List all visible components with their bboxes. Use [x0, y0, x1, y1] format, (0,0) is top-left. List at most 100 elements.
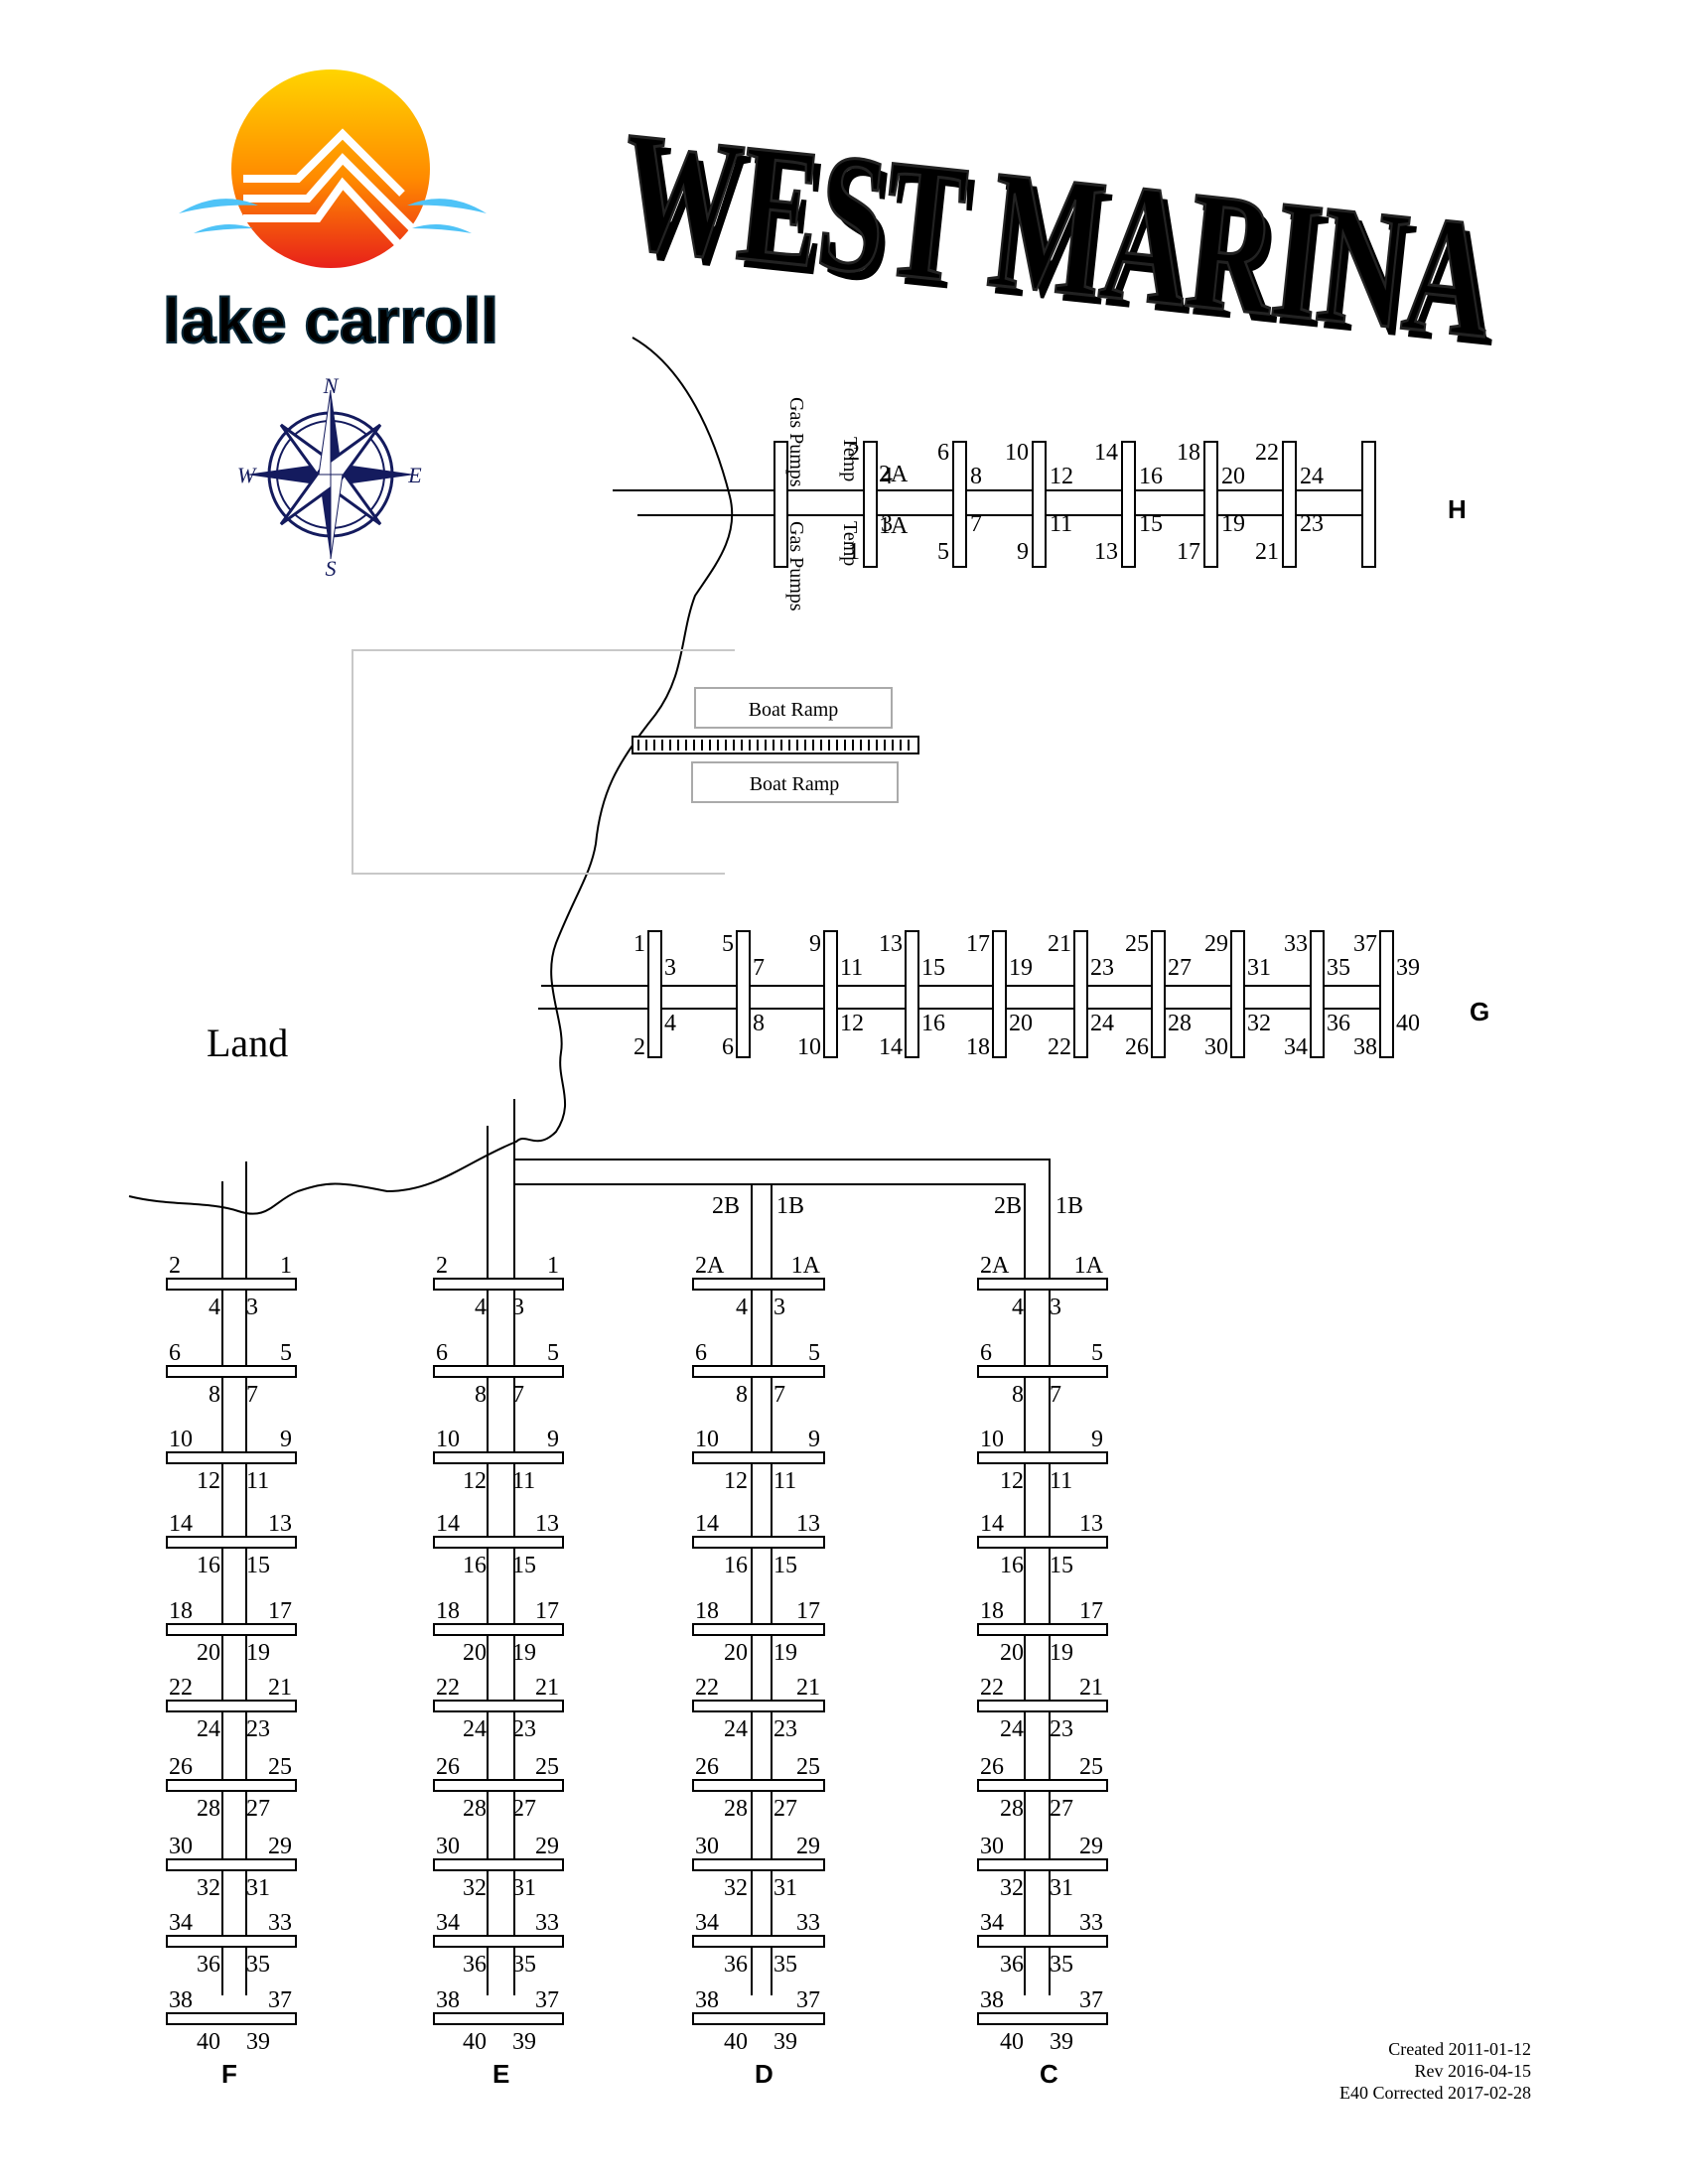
compass-w: W [237, 463, 257, 487]
finger-pier [692, 2012, 825, 2025]
slip-label: 18 [695, 1598, 719, 1624]
slip-label: 20 [197, 1640, 220, 1666]
compass-e: E [407, 463, 422, 487]
slip-label: 25 [268, 1754, 292, 1780]
slip-label: 10 [695, 1427, 719, 1452]
slip-label: 1A [879, 513, 909, 539]
slip-label: 25 [796, 1754, 820, 1780]
slip-label: 3 [1050, 1295, 1061, 1320]
finger-pier [433, 1700, 564, 1712]
slip-label: 37 [268, 1987, 292, 2013]
slip-label: 4 [209, 1295, 220, 1320]
slip-label: 30 [980, 1834, 1004, 1859]
slip-label: 37 [1079, 1987, 1103, 2013]
slip-label: 26 [169, 1754, 193, 1780]
slip-label: 12 [1000, 1468, 1024, 1494]
slip-label: 3 [774, 1295, 785, 1320]
slip-label: 13 [796, 1511, 820, 1537]
slip-label: 13 [1079, 1511, 1103, 1537]
slip-label: 15 [1139, 511, 1163, 537]
finger-pier [433, 1451, 564, 1464]
finger-pier [433, 1779, 564, 1792]
slip-label: 6 [980, 1340, 992, 1366]
slip-label: 23 [774, 1716, 797, 1742]
slip-label: 33 [796, 1910, 820, 1936]
slip-label: 40 [724, 2029, 748, 2055]
slip-label: 20 [1000, 1640, 1024, 1666]
slip-label: 21 [1255, 539, 1279, 565]
slip-label: 29 [1204, 931, 1228, 957]
slip-label: 4 [1012, 1295, 1024, 1320]
finger-pier [166, 1365, 297, 1378]
slip-label: 22 [1048, 1034, 1071, 1060]
correction-date: E40 Corrected 2017-02-28 [1339, 2083, 1531, 2103]
slip-label: 1A [791, 1253, 821, 1279]
slip-label: 13 [879, 931, 903, 957]
created-date: Created 2011-01-12 [1388, 2039, 1531, 2059]
slip-label: 4 [881, 464, 893, 489]
slip-label: 36 [463, 1952, 487, 1978]
slip-label: 8 [1012, 1382, 1024, 1408]
slip-label: 32 [724, 1875, 748, 1901]
slip-label: 2 [169, 1253, 181, 1279]
slip-label: 12 [463, 1468, 487, 1494]
slip-label: 31 [1050, 1875, 1073, 1901]
slip-label: 21 [796, 1675, 820, 1701]
slip-label: 10 [169, 1427, 193, 1452]
slip-label: 12 [724, 1468, 748, 1494]
slip-label: 3 [881, 511, 893, 537]
slip-label: 38 [169, 1987, 193, 2013]
slip-label: 4 [664, 1011, 676, 1036]
slip-label: 29 [268, 1834, 292, 1859]
slip-label: 16 [921, 1011, 945, 1036]
water-splash-icon [179, 199, 487, 233]
slip-label: 14 [695, 1511, 719, 1537]
slip-label: 26 [436, 1754, 460, 1780]
boat-ramp-2-label: Boat Ramp [750, 773, 840, 795]
finger-pier [977, 1623, 1108, 1636]
slip-label: 35 [512, 1952, 536, 1978]
mountain-stripes [243, 128, 415, 251]
dock-f-letter: F [221, 2059, 237, 2089]
slip-label: 32 [463, 1875, 487, 1901]
slip-label: 26 [980, 1754, 1004, 1780]
finger-pier [166, 1779, 297, 1792]
slip-label: 18 [980, 1598, 1004, 1624]
slip-label: 27 [1168, 955, 1192, 981]
finger-pier [433, 2012, 564, 2025]
dock-c-letter: C [1040, 2059, 1058, 2089]
slip-label: 14 [436, 1511, 460, 1537]
slip-label: 16 [197, 1553, 220, 1578]
slip-label: 3 [246, 1295, 258, 1320]
slip-label: 17 [268, 1598, 292, 1624]
slip-label: 24 [724, 1716, 748, 1742]
slip-label: 29 [535, 1834, 559, 1859]
finger-pier [1379, 930, 1394, 1058]
slip-label: 5 [937, 539, 949, 565]
slip-label: 5 [722, 931, 734, 957]
dock-h-letter: H [1448, 494, 1467, 524]
slip-label: 14 [1094, 440, 1118, 466]
slip-label: 29 [796, 1834, 820, 1859]
slip-label: 32 [1247, 1011, 1271, 1036]
dock-g-letter: G [1470, 997, 1489, 1026]
slip-label: 12 [840, 1011, 864, 1036]
slip-label: 36 [1327, 1011, 1350, 1036]
slip-label: 12 [197, 1468, 220, 1494]
slip-label: 15 [921, 955, 945, 981]
finger-pier [166, 1536, 297, 1549]
slip-label: 8 [209, 1382, 220, 1408]
finger-pier [692, 1365, 825, 1378]
slip-label: 6 [722, 1034, 734, 1060]
slip-label: 9 [280, 1427, 292, 1452]
slip-label: 11 [1050, 1468, 1072, 1494]
slip-label: 22 [980, 1675, 1004, 1701]
slip-label: 39 [1396, 955, 1420, 981]
slip-label: 8 [970, 464, 982, 489]
slip-label: 28 [197, 1796, 220, 1822]
slip-label: 8 [753, 1011, 765, 1036]
slip-label: 4 [736, 1295, 748, 1320]
slip-label: 10 [797, 1034, 821, 1060]
finger-pier [977, 1278, 1108, 1291]
